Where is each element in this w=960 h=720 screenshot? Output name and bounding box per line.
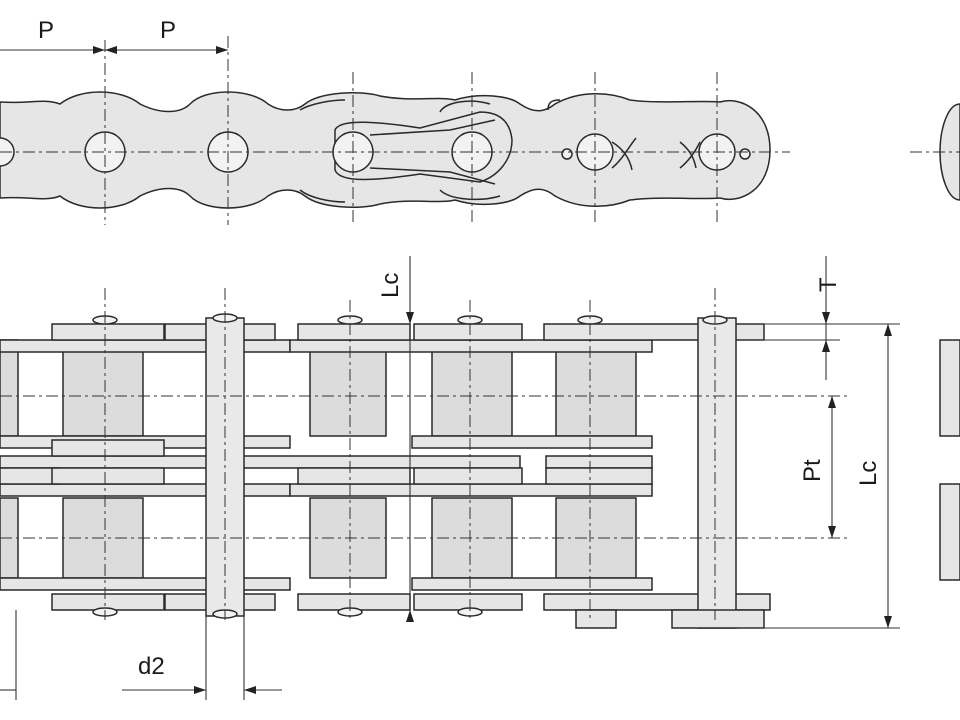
lc-inner-label: Lc [377,273,404,298]
d2-arrow-right [244,686,256,694]
middle-inner-5 [545,467,653,485]
plate-row-a [0,339,291,353]
pitch-label-left: P [38,17,54,44]
plate-row-b2 [411,435,653,449]
top-view: Lc T Pt Lc d2 [0,256,960,700]
cotter-right [739,148,751,160]
lc-inner-arrow-bottom [406,610,414,622]
d2-arrow-left [194,686,206,694]
plate-row-d2 [411,577,653,591]
t-arrow-bottom [822,340,830,352]
outer-plate-1 [51,323,165,341]
roller-u1 [62,339,144,437]
middle-outer-2 [51,467,165,485]
middle-inner-left [0,467,61,485]
pin-head-plate [671,609,765,629]
pitch-arrow-3 [216,46,228,54]
lc-overall-label: Lc [855,461,882,486]
pitch-arrow-1 [93,46,105,54]
roller-u2 [309,339,387,437]
lc-overall-arrow-bottom [884,616,892,628]
middle-outer-1 [51,439,165,457]
side-plate-edges [299,99,561,203]
middle-inner-3 [297,467,411,485]
side-view: P P [0,17,960,225]
middle-plate-2 [545,455,653,469]
pt-arrow-bottom [828,526,836,538]
roller-u4 [555,339,637,437]
lc-overall-arrow-top [884,324,892,336]
t-label: T [815,277,842,292]
middle-inner-4 [413,467,523,485]
pin-nut-left [575,609,617,629]
pitch-arrow-2 [105,46,117,54]
outer-plate-3 [297,323,411,341]
clip-inner-edge [369,119,496,185]
plate-row-d [0,577,291,591]
roller-u0 [0,339,19,437]
right-partial-1 [939,339,960,437]
right-partial-2 [939,483,960,581]
pitch-label-right: P [160,17,176,44]
plate-row-c2 [289,483,653,497]
pt-label: Pt [799,459,826,482]
top-outer-plates [0,323,771,611]
cotter-marks [611,137,701,171]
outer-plate-4 [413,323,523,341]
end-pin [697,317,737,629]
d2-label: d2 [138,653,165,680]
middle-plate [0,455,521,469]
plate-row-c [0,483,291,497]
plate-row-a2 [289,339,653,353]
cotter-left [561,148,573,160]
t-arrow-top [822,312,830,324]
lc-inner-arrow-top [406,312,414,324]
roller-u3 [431,339,513,437]
pt-arrow-top [828,396,836,408]
